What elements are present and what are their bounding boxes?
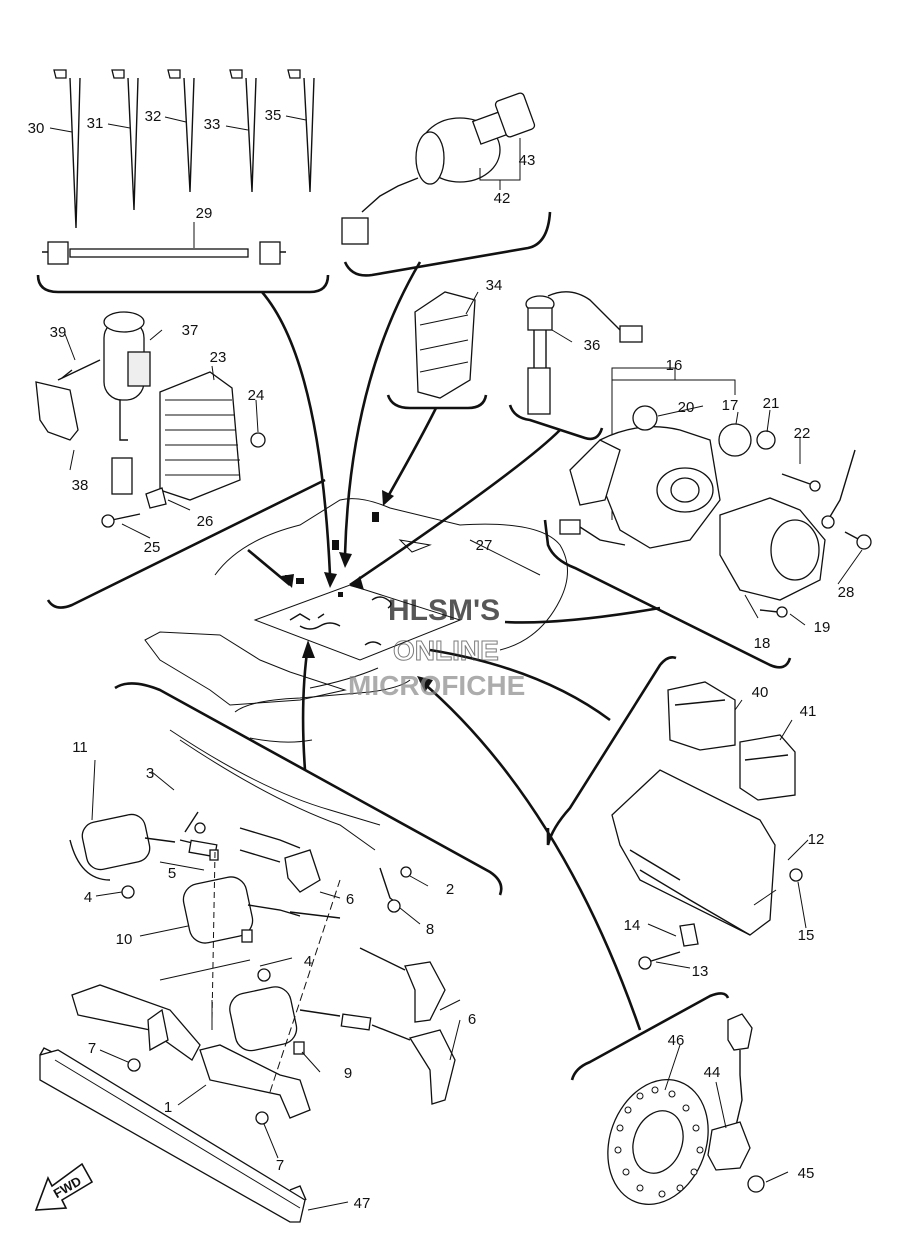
- part-number-label: 4: [304, 953, 312, 970]
- lower-rail: [39, 1047, 349, 1223]
- strap-35: [287, 69, 315, 193]
- watermark-line-2: ONLINE: [393, 635, 499, 666]
- fwd-arrow-icon: FWD: [34, 1162, 94, 1211]
- part-number-label: 26: [197, 513, 214, 530]
- part-number-label: 20: [678, 399, 695, 416]
- part-number-label: 33: [204, 116, 221, 133]
- rectifier-group: [35, 311, 266, 539]
- part-number-label: 38: [72, 477, 89, 494]
- part-number-label: 44: [704, 1064, 721, 1081]
- strap-33: [229, 69, 257, 193]
- part-number-label: 6: [468, 1011, 476, 1028]
- watermark: HLSM'S ONLINE MICROFICHE: [348, 594, 525, 701]
- part-number-label: 21: [763, 395, 780, 412]
- part-number-label: 9: [344, 1065, 352, 1082]
- part-number-label: 18: [754, 635, 771, 652]
- part-number-label: 11: [72, 739, 88, 756]
- part-number-label: 37: [182, 322, 199, 339]
- magneto-group: [559, 367, 872, 626]
- part-number-label: 17: [722, 397, 739, 414]
- part-number-label: 34: [486, 277, 503, 294]
- vehicle-outline: [144, 498, 568, 743]
- strap-32: [167, 69, 195, 193]
- cdi-group: [611, 681, 809, 970]
- watermark-line-1: HLSM'S: [388, 594, 500, 627]
- watermark-line-3: MICROFICHE: [348, 670, 525, 701]
- part-number-label: 2: [446, 881, 454, 898]
- part-number-label: 23: [210, 349, 227, 366]
- part-number-label: 35: [265, 107, 282, 124]
- clamp-band-29: [42, 241, 286, 265]
- part-number-label: 39: [50, 324, 67, 341]
- part-number-label: 16: [666, 357, 683, 374]
- part-number-label: 47: [354, 1195, 371, 1212]
- part-number-label: 25: [144, 539, 161, 556]
- part-number-label: 3: [146, 765, 154, 782]
- part-number-label: 5: [168, 865, 176, 882]
- strap-30: [53, 69, 81, 229]
- part-number-label: 46: [668, 1032, 685, 1049]
- part-number-label: 42: [494, 190, 511, 207]
- part-number-label: 41: [800, 703, 817, 720]
- part-number-label: 7: [88, 1040, 96, 1057]
- harness-straps: [42, 69, 315, 265]
- part-number-label: 24: [248, 387, 265, 404]
- strap-31: [111, 69, 139, 211]
- part-number-label: 36: [584, 337, 601, 354]
- harness-clamp-34: [414, 291, 479, 399]
- part-number-label: 1: [164, 1099, 172, 1116]
- part-number-label: 45: [798, 1165, 815, 1182]
- part-number-label: 32: [145, 108, 162, 125]
- part-number-label: 40: [752, 684, 769, 701]
- trigger-group: [607, 1013, 789, 1205]
- part-number-label: 29: [196, 205, 213, 222]
- part-number-label: 30: [28, 120, 45, 137]
- part-number-label: 43: [519, 152, 536, 169]
- part-number-label: 13: [692, 963, 709, 980]
- part-number-label: 31: [87, 115, 104, 132]
- part-number-label: 27: [476, 537, 493, 554]
- part-number-label: 14: [624, 917, 641, 934]
- main-switch: [341, 92, 536, 245]
- part-number-label: 12: [808, 831, 825, 848]
- part-number-label: 6: [346, 891, 354, 908]
- leader-curves: [247, 261, 661, 1031]
- part-number-label: 22: [794, 425, 811, 442]
- part-number-label: 8: [426, 921, 434, 938]
- sensor-36: [525, 291, 643, 415]
- ignition-coils: [69, 729, 461, 1159]
- part-number-label: 15: [798, 927, 815, 944]
- part-number-label: 10: [116, 931, 133, 948]
- part-number-label: 4: [84, 889, 92, 906]
- part-number-label: 28: [838, 584, 855, 601]
- part-number-label: 7: [276, 1157, 284, 1174]
- group-brackets: [36, 211, 792, 1081]
- part-number-label: 19: [814, 619, 831, 636]
